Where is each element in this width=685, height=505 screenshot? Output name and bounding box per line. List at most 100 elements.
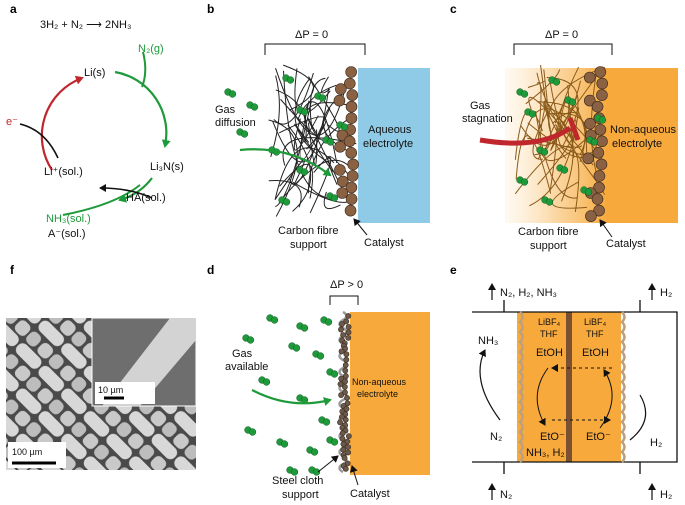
catalyst-particle	[345, 100, 358, 113]
catalyst-particle	[343, 405, 350, 412]
gas-label-d-line2: available	[225, 361, 268, 373]
gas-molecule	[552, 78, 561, 86]
catalyst-particle	[344, 460, 351, 467]
catalyst-particle	[347, 158, 359, 171]
catalyst-particle	[339, 321, 345, 327]
gas-molecule	[322, 418, 331, 426]
n2-label-e: N₂	[490, 431, 502, 443]
gas-available-arrow	[251, 389, 332, 406]
carbon-fibre	[527, 80, 546, 88]
cycle-arrow-li-plus-to-li	[40, 75, 84, 171]
nh3-rise-arrow	[478, 349, 501, 421]
carbon-fibre	[309, 157, 332, 214]
gas-molecule	[330, 194, 339, 202]
carbon-fibre	[270, 75, 280, 158]
carbon-fibre	[323, 191, 341, 210]
catalyst-particle	[591, 100, 604, 113]
catalyst-particle	[345, 329, 352, 336]
gas-molecules-d	[242, 314, 339, 476]
non-aqueous-electrolyte-region-d	[350, 312, 430, 475]
support-pointer-d	[317, 455, 339, 473]
salt-label-left-line1: LiBF₄	[538, 317, 561, 327]
gas-label-c-line1: Gas	[470, 100, 491, 112]
panel-e: e N₂, H₂, NH₃ H₂ N₂ H₂ NH₃ N₂ H₂ LiBF₄ T…	[450, 263, 678, 501]
electrolyte-label-d-line1: Non-aqueous	[352, 377, 407, 387]
gas-diffusion-arrow	[239, 148, 332, 177]
outlet-label-left: N₂, H₂, NH₃	[500, 287, 557, 299]
catalyst-particle	[340, 332, 347, 338]
catalyst-particle	[585, 210, 597, 222]
electrolyte-label-c-line2: electrolyte	[612, 138, 662, 150]
nh3-release-arrow	[62, 184, 141, 216]
aqueous-electrolyte-region	[358, 68, 430, 223]
gas-molecule	[326, 138, 335, 146]
catalyst-particle	[345, 147, 358, 159]
species-n2: N₂(g)	[138, 43, 164, 55]
gas-molecules-b	[224, 74, 349, 206]
pressure-bracket-b	[264, 43, 366, 55]
catalyst-particle	[337, 419, 343, 426]
catalyst-particle	[340, 441, 347, 448]
catalyst-particle	[345, 181, 358, 194]
catalyst-particle	[342, 465, 349, 472]
panel-c: c ΔP = 0 Gas stagnation Non-aqueous elec…	[450, 2, 678, 252]
catalyst-particle	[344, 77, 356, 90]
catalyst-particle	[596, 135, 608, 148]
catalyst-particle	[582, 152, 594, 165]
gas-molecule	[228, 90, 237, 98]
catalyst-pointer-b	[353, 218, 368, 236]
species-a-minus: A⁻(sol.)	[48, 228, 86, 240]
catalyst-particle	[344, 438, 351, 445]
species-ha: HA(sol.)	[126, 192, 166, 204]
electrolyte-label-b-line2: electrolyte	[363, 138, 413, 150]
catalyst-pointer-d	[349, 465, 359, 486]
catalyst-particle	[333, 94, 346, 107]
h2-label-e: H₂	[650, 437, 662, 449]
cycle-arrow-li3n-to-li-plus	[118, 177, 153, 203]
catalyst-particle	[591, 193, 604, 205]
species-li3n: Li₃N(s)	[150, 161, 184, 173]
panel-label-d: d	[207, 263, 214, 277]
carbon-fibre	[293, 115, 319, 151]
gas-molecule	[246, 336, 255, 344]
catalyst-particle	[334, 141, 346, 153]
catalyst-particle	[345, 112, 358, 124]
pressure-label-c: ΔP = 0	[545, 29, 578, 41]
catalyst-particle	[339, 430, 346, 437]
carbon-fibre	[532, 110, 549, 160]
gas-molecule	[590, 138, 599, 146]
outlet-label-right: H₂	[660, 287, 672, 299]
main-scale-label: 100 µm	[12, 447, 42, 457]
catalyst-pointer-c	[599, 219, 613, 238]
cell-outline	[472, 300, 678, 474]
gas-molecule	[340, 123, 349, 131]
carbon-fibre	[275, 101, 312, 208]
catalyst-particle	[344, 400, 351, 407]
etoh-label-right: EtOH	[582, 347, 609, 359]
catalyst-particle	[345, 324, 352, 330]
gas-molecule	[312, 468, 321, 476]
catalyst-particle	[346, 89, 359, 101]
carbon-fibre	[309, 77, 326, 129]
catalyst-particle	[584, 117, 596, 130]
inlet-label-left: N₂	[500, 489, 512, 501]
gas-molecule	[330, 438, 339, 446]
gas-molecule	[584, 188, 593, 196]
catalyst-particle	[342, 373, 349, 379]
pressure-bracket-d	[329, 295, 359, 305]
catalyst-particle	[594, 66, 607, 78]
eto-to-etoh-arrow-right	[599, 369, 613, 429]
gas-molecule	[310, 448, 319, 456]
carbon-fibre	[283, 70, 329, 199]
catalyst-particle	[342, 367, 349, 374]
catalyst-particle	[583, 71, 596, 84]
catalyst-particle	[345, 193, 358, 205]
catalyst-particle	[345, 334, 352, 341]
catalyst-particle	[338, 348, 345, 355]
carbon-fibre	[528, 96, 594, 166]
catalyst-particle	[339, 413, 345, 420]
carbon-fibre	[282, 137, 357, 166]
catalyst-particle	[593, 204, 605, 217]
species-electron: e⁻	[6, 116, 18, 128]
